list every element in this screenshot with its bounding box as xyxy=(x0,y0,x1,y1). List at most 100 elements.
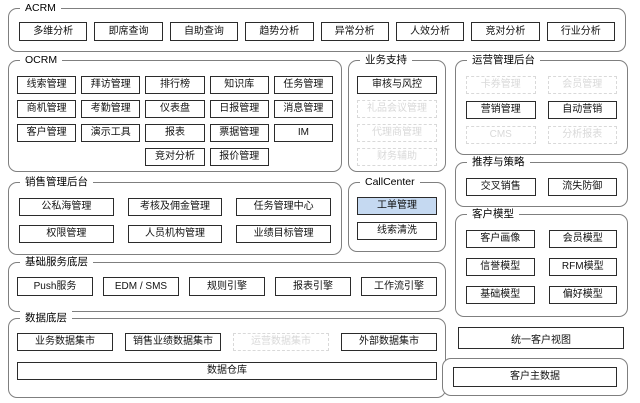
module-block: Push服务 xyxy=(17,277,93,296)
module-row: 线索管理拜访管理排行榜知识库任务管理 xyxy=(17,76,334,94)
module-block: 竞对分析 xyxy=(471,22,540,41)
module-block: EDM / SMS xyxy=(103,277,179,296)
module-block: 流失防御 xyxy=(547,178,617,196)
module-block: 卡券管理 xyxy=(466,76,536,94)
module-block: 仪表盘 xyxy=(145,100,205,118)
group-acrm-body: 多维分析即席查询自助查询趋势分析异常分析人效分析竞对分析行业分析 xyxy=(9,9,625,51)
module-block: 外部数据集市 xyxy=(341,333,437,351)
module-block: 权限管理 xyxy=(19,225,114,243)
group-customer-master-data: 客户主数据 xyxy=(442,358,628,396)
module-row: 代理商管理 xyxy=(357,124,437,142)
module-block: 业务数据集市 xyxy=(17,333,113,351)
module-block: 自助查询 xyxy=(169,22,239,41)
module-block: 演示工具 xyxy=(81,124,141,142)
module-row: 公私海管理考核及佣金管理任务管理中心 xyxy=(19,198,332,216)
module-row: 工单管理 xyxy=(357,197,437,215)
group-data-layer: 数据底层 业务数据集市销售业绩数据集市运营数据集市外部数据集市数据仓库 xyxy=(8,311,446,398)
group-business-support-label: 业务支持 xyxy=(360,53,412,67)
module-block: CMS xyxy=(466,126,536,144)
module-block: 日报管理 xyxy=(209,100,269,118)
module-block: 客户主数据 xyxy=(453,367,617,387)
module-block: 消息管理 xyxy=(273,100,334,118)
module-block: 多维分析 xyxy=(19,22,88,41)
module-block: 异常分析 xyxy=(320,22,389,41)
group-acrm: ACRM 多维分析即席查询自助查询趋势分析异常分析人效分析竞对分析行业分析 xyxy=(8,1,626,52)
module-block: 会员模型 xyxy=(548,230,617,248)
module-block: 运营数据集市 xyxy=(233,333,329,351)
module-block: 自动营销 xyxy=(547,101,617,119)
group-business-support: 业务支持 审核与风控礼品会议管理代理商管理财务辅助 xyxy=(348,53,446,172)
module-row: 卡券管理会员管理 xyxy=(466,76,617,94)
module-row: 客户画像会员模型 xyxy=(466,230,617,248)
group-sales-backend-body: 公私海管理考核及佣金管理任务管理中心权限管理人员机构管理业绩目标管理 xyxy=(9,183,341,254)
group-callcenter-body: 工单管理线索清洗 xyxy=(349,183,445,251)
group-data-layer-body: 业务数据集市销售业绩数据集市运营数据集市外部数据集市数据仓库 xyxy=(9,319,445,397)
group-callcenter: CallCenter 工单管理线索清洗 xyxy=(348,175,446,252)
module-row: 交叉销售流失防御 xyxy=(466,178,617,196)
module-block: 客户管理 xyxy=(17,124,77,142)
module-block: RFM模型 xyxy=(548,258,617,276)
module-block: 知识库 xyxy=(209,76,269,94)
module-block: 信誉模型 xyxy=(466,258,535,276)
group-sales-backend: 销售管理后台 公私海管理考核及佣金管理任务管理中心权限管理人员机构管理业绩目标管… xyxy=(8,175,342,255)
module-row: 审核与风控 xyxy=(357,76,437,94)
module-block: 规则引擎 xyxy=(189,277,265,296)
group-recommendation-strategy: 推荐与策略 交叉销售流失防御 xyxy=(455,155,628,207)
module-block: 考核及佣金管理 xyxy=(127,198,223,216)
module-block: 财务辅助 xyxy=(357,148,437,166)
module-block: 线索管理 xyxy=(17,76,77,94)
group-acrm-label: ACRM xyxy=(20,1,61,15)
module-block: 线索清洗 xyxy=(357,222,437,240)
module-block: 商机管理 xyxy=(17,100,77,118)
module-row: 权限管理人员机构管理业绩目标管理 xyxy=(19,225,332,243)
module-block: 营销管理 xyxy=(466,101,536,119)
group-base-service-layer-body: Push服务 EDM / SMS 规则引擎报表引擎工作流引擎 xyxy=(9,263,445,311)
group-sales-backend-label: 销售管理后台 xyxy=(20,175,93,189)
module-block: 报表引擎 xyxy=(275,277,351,296)
module-row: 礼品会议管理 xyxy=(357,100,437,118)
module-row: 营销管理自动营销 xyxy=(466,101,617,119)
module-block: 客户画像 xyxy=(466,230,535,248)
module-block: 考勤管理 xyxy=(81,100,141,118)
module-row: 数据仓库 xyxy=(17,362,437,380)
module-block: 人效分析 xyxy=(395,22,465,41)
module-row: 多维分析即席查询自助查询趋势分析异常分析人效分析竞对分析行业分析 xyxy=(19,22,615,41)
module-block: 竞对分析 xyxy=(145,148,205,166)
group-business-support-body: 审核与风控礼品会议管理代理商管理财务辅助 xyxy=(349,61,445,171)
module-block: 票据管理 xyxy=(209,124,269,142)
module-block: 销售业绩数据集市 xyxy=(125,333,221,351)
group-ocrm-body: 线索管理拜访管理排行榜知识库任务管理商机管理考勤管理仪表盘日报管理消息管理客户管… xyxy=(9,61,341,171)
module-block: 审核与风控 xyxy=(357,76,437,94)
group-customer-model-label: 客户模型 xyxy=(467,207,519,221)
module-block: 基础模型 xyxy=(466,286,535,304)
group-ocrm-label: OCRM xyxy=(20,53,63,67)
module-row: 财务辅助 xyxy=(357,148,437,166)
group-base-service-layer: 基础服务底层 Push服务 EDM / SMS 规则引擎报表引擎工作流引擎 xyxy=(8,255,446,312)
module-block: 即席查询 xyxy=(94,22,163,41)
module-block: IM xyxy=(273,124,334,142)
module-block: 报价管理 xyxy=(209,148,269,166)
module-block: 工单管理 xyxy=(357,197,437,215)
group-callcenter-label: CallCenter xyxy=(360,175,420,189)
module-block: 工作流引擎 xyxy=(361,277,437,296)
module-block: 报表 xyxy=(145,124,205,142)
group-customer-master-data-body: 客户主数据 xyxy=(443,359,627,395)
group-base-service-layer-label: 基础服务底层 xyxy=(20,255,93,269)
module-block: 任务管理 xyxy=(273,76,334,94)
module-block: 排行榜 xyxy=(145,76,205,94)
module-block: 礼品会议管理 xyxy=(357,100,437,118)
module-block: 数据仓库 xyxy=(17,362,437,380)
module-block: 人员机构管理 xyxy=(127,225,223,243)
module-block: 代理商管理 xyxy=(357,124,437,142)
module-block: 交叉销售 xyxy=(466,178,536,196)
module-block: 任务管理中心 xyxy=(236,198,332,216)
module-row: 商机管理考勤管理仪表盘日报管理消息管理 xyxy=(17,100,334,118)
module-row: 信誉模型 RFM模型 xyxy=(466,258,617,276)
module-block: 公私海管理 xyxy=(19,198,114,216)
